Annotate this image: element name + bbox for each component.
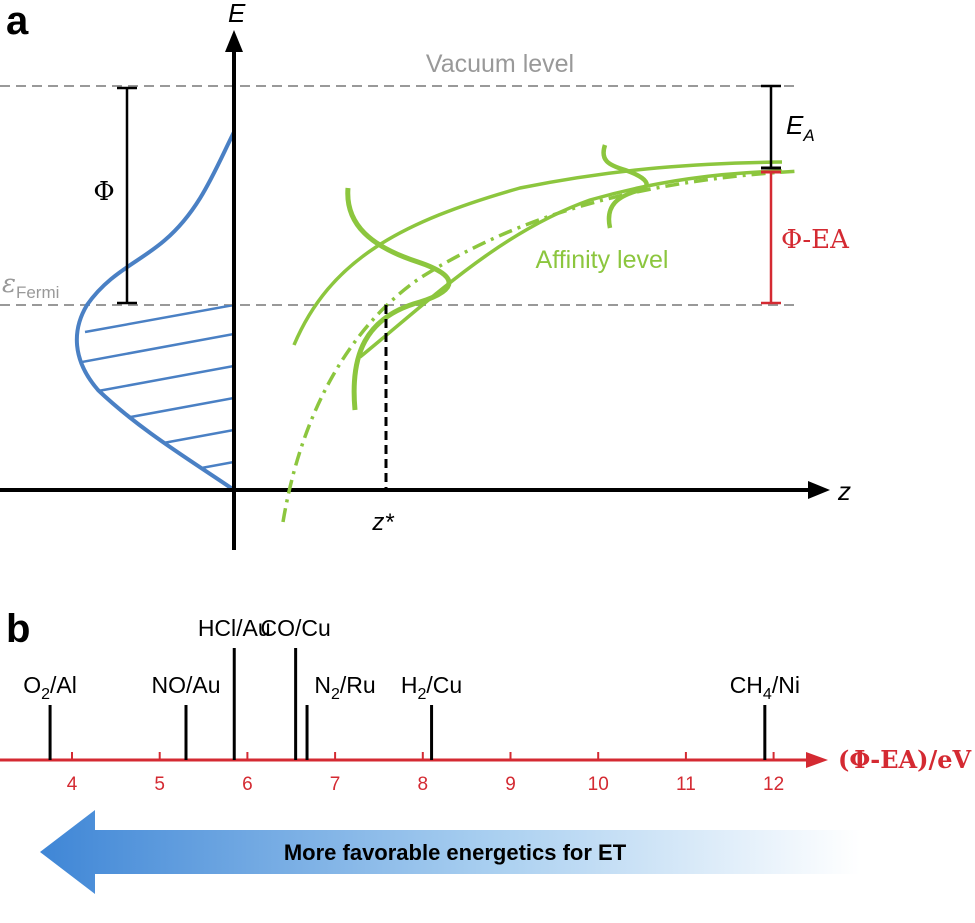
dos-curve [74, 131, 236, 492]
panel-a: a Vacuum level εFermi E z [0, 0, 851, 550]
fermi-symbol: εFermi [2, 269, 59, 302]
z-axis-arrowhead [808, 481, 830, 499]
tick-label-4: 4 [67, 774, 78, 795]
affinity-level-label: Affinity level [536, 246, 669, 274]
favorable-energetics-label: More favorable energetics for ET [284, 840, 627, 865]
tick-label-12: 12 [763, 774, 784, 795]
tick-label-9: 9 [505, 774, 516, 795]
tick-label-5: 5 [154, 774, 165, 795]
panel-a-letter: a [6, 0, 29, 43]
energy-scale-arrowhead [806, 752, 828, 768]
fermi-subscript: Fermi [16, 283, 59, 302]
tick-label-7: 7 [330, 774, 341, 795]
affinity-level-curves [281, 144, 801, 523]
tick-label-10: 10 [588, 774, 609, 795]
vacuum-level-label: Vacuum level [426, 50, 574, 78]
phi-ea-bracket [761, 170, 781, 305]
energy-scale-ticks: 4 5 6 7 8 9 10 11 12 [67, 752, 784, 795]
phi-label: Φ [93, 177, 114, 207]
tick-label-6: 6 [242, 774, 253, 795]
tick-label-11: 11 [676, 774, 696, 795]
ea-label: EA [786, 110, 815, 145]
z-axis-label: z [837, 476, 851, 506]
energy-axis-label: E [228, 0, 246, 28]
phi-label-bg [90, 172, 124, 208]
system-label-5: H2/Cu [401, 672, 462, 703]
system-label-0: O2/Al [23, 672, 77, 703]
tick-label-8: 8 [418, 774, 429, 795]
system-label-4: N2/Ru [314, 672, 375, 703]
system-label-1: NO/Au [151, 672, 220, 698]
zstar-label: z* [371, 509, 394, 536]
panel-b-letter: b [6, 607, 30, 651]
system-label-6: CH4/Ni [730, 672, 800, 703]
phi-ea-label: Φ-EA [781, 225, 850, 255]
energy-scale-label: (Φ-EA)/eV [838, 745, 972, 774]
panel-b: b (Φ-EA)/eV 4 5 6 7 8 9 10 11 12 O2/Al NO/Au HCl/A… [0, 607, 972, 894]
system-label-3: CO/Cu [260, 615, 330, 641]
system-label-2: HCl/Au [198, 615, 271, 641]
favorable-energetics-arrow [40, 810, 860, 894]
phi-bracket [117, 86, 137, 305]
energy-axis-arrowhead [225, 30, 243, 52]
dos-hatching [76, 305, 234, 490]
ea-bracket [761, 84, 781, 170]
